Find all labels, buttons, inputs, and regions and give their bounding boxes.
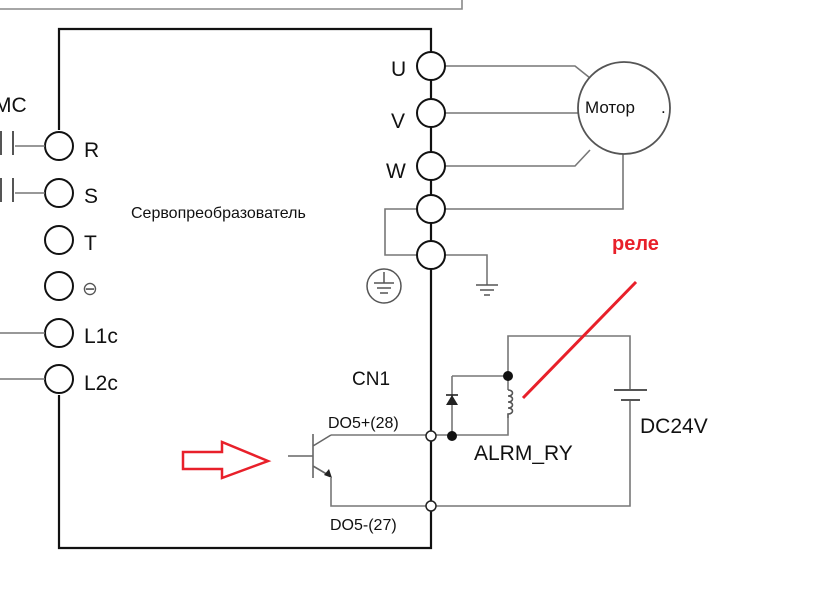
label-l2c: L2c	[84, 372, 118, 395]
do5-minus-label: DO5-(27)	[330, 517, 397, 534]
do5-plus-label: DO5+(28)	[328, 415, 399, 432]
drive-label: Сервопреобразователь	[131, 205, 306, 222]
label-s: S	[84, 185, 98, 208]
contactor-label: MC	[0, 94, 27, 117]
ground-icon	[476, 284, 498, 296]
left-terminals	[0, 131, 74, 394]
terminal-u	[416, 51, 446, 81]
terminal-l1c	[44, 318, 74, 348]
label-v: V	[391, 110, 405, 133]
transistor-icon	[288, 434, 332, 478]
label-minus: ⊖	[82, 279, 98, 300]
output-wires	[330, 335, 631, 507]
terminal-minus	[44, 271, 74, 301]
motor-dot: .	[661, 98, 666, 117]
motor-wires	[384, 65, 624, 285]
motor-icon	[577, 61, 671, 155]
motor-label: Мотор	[585, 98, 635, 117]
relay-coil-icon	[507, 389, 514, 418]
red-pointer-line	[521, 280, 638, 400]
label-w: W	[386, 160, 406, 183]
junction-dot	[447, 431, 457, 441]
label-r: R	[84, 139, 99, 162]
battery-icon	[614, 389, 647, 401]
red-arrow-icon	[181, 440, 272, 480]
terminal-pe1	[416, 194, 446, 224]
drive-box	[57, 27, 433, 550]
terminal-l2c	[44, 364, 74, 394]
label-l1c: L1c	[84, 325, 118, 348]
terminal-w	[416, 151, 446, 181]
terminal-do5-plus	[425, 430, 437, 442]
left-wires	[0, 145, 45, 380]
terminal-s	[44, 178, 74, 208]
diode-icon	[446, 394, 458, 405]
terminal-r	[44, 131, 74, 161]
protective-earth-icon	[366, 268, 402, 304]
terminal-v	[416, 98, 446, 128]
relay-annotation: реле	[612, 233, 659, 255]
relay-label: ALRM_RY	[474, 442, 573, 465]
label-u: U	[391, 58, 406, 81]
supply-label: DC24V	[640, 415, 708, 438]
cn1-label: CN1	[352, 369, 390, 390]
terminal-t	[44, 225, 74, 255]
top-frame	[0, 0, 463, 10]
label-t: T	[84, 232, 97, 255]
terminal-do5-minus	[425, 500, 437, 512]
contactor-icon	[0, 131, 14, 202]
junction-dot	[503, 371, 513, 381]
terminal-pe2	[416, 240, 446, 270]
